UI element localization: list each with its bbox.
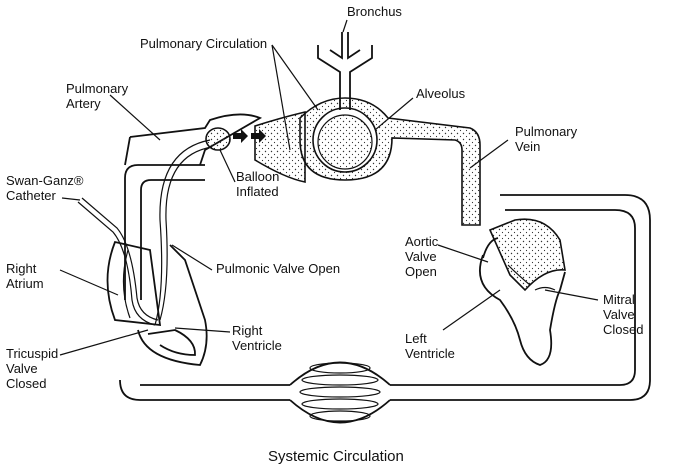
label-swan-ganz-line1: Swan-Ganz® bbox=[6, 173, 84, 188]
label-right-ventricle-line2: Ventricle bbox=[232, 338, 282, 353]
label-aortic-line1: Aortic bbox=[405, 234, 439, 249]
label-tricuspid-line1: Tricuspid bbox=[6, 346, 58, 361]
systemic-capillary-bed bbox=[290, 363, 390, 423]
label-pulmonary-vein-line2: Vein bbox=[515, 139, 540, 154]
label-mitral-line1: Mitral bbox=[603, 292, 635, 307]
label-bronchus: Bronchus bbox=[347, 4, 402, 19]
label-pulmonary-vein-line1: Pulmonary bbox=[515, 124, 578, 139]
left-heart bbox=[480, 219, 565, 365]
label-mitral-line3: Closed bbox=[603, 322, 643, 337]
label-aortic-line3: Open bbox=[405, 264, 437, 279]
label-systemic-circulation: Systemic Circulation bbox=[268, 448, 404, 465]
label-pulmonic-valve: Pulmonic Valve Open bbox=[216, 261, 340, 276]
label-tricuspid-line2: Valve bbox=[6, 361, 38, 376]
label-aortic-line2: Valve bbox=[405, 249, 437, 264]
label-right-atrium-line1: Right bbox=[6, 261, 37, 276]
label-mitral-line2: Valve bbox=[603, 307, 635, 322]
label-balloon-line2: Inflated bbox=[236, 184, 279, 199]
label-left-ventricle-line1: Left bbox=[405, 331, 427, 346]
label-alveolus: Alveolus bbox=[416, 86, 466, 101]
label-tricuspid-line3: Closed bbox=[6, 376, 46, 391]
label-pulmonary-circulation: Pulmonary Circulation bbox=[140, 36, 267, 51]
label-swan-ganz-line2: Catheter bbox=[6, 188, 57, 203]
right-heart bbox=[108, 242, 207, 365]
label-right-ventricle-line1: Right bbox=[232, 323, 263, 338]
swan-ganz-catheter bbox=[78, 140, 212, 325]
label-right-atrium-line2: Atrium bbox=[6, 276, 44, 291]
label-pulmonary-artery-line2: Artery bbox=[66, 96, 101, 111]
label-balloon-line1: Balloon bbox=[236, 169, 279, 184]
label-pulmonary-artery-line1: Pulmonary bbox=[66, 81, 129, 96]
label-left-ventricle-line2: Ventricle bbox=[405, 346, 455, 361]
